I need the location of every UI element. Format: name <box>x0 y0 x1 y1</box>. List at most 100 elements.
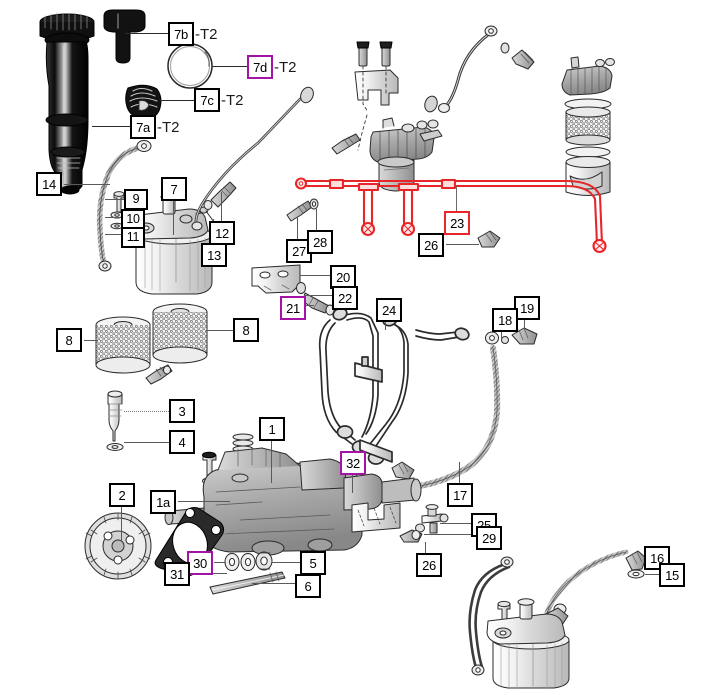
leader-1a <box>178 501 230 502</box>
callout-7[interactable]: 7 <box>161 177 187 201</box>
leader-15 <box>645 574 659 575</box>
callout-suffix: -T2 <box>274 58 297 76</box>
callout-4[interactable]: 4 <box>169 430 195 454</box>
callout-22[interactable]: 22 <box>332 286 358 310</box>
callout-14[interactable]: 14 <box>36 172 62 196</box>
callout-suffix: -T2 <box>195 25 218 43</box>
leader-23 <box>456 186 457 211</box>
callout-number: 22 <box>332 286 358 310</box>
callout-13[interactable]: 13 <box>201 243 227 267</box>
callout-number: 29 <box>476 526 502 550</box>
leader-14 <box>64 184 110 185</box>
callout-number: 7 <box>161 177 187 201</box>
leader-1 <box>271 441 272 483</box>
callout-number: 11 <box>121 227 145 248</box>
leader-19 <box>524 320 525 330</box>
leader-4 <box>124 442 169 443</box>
callout-28[interactable]: 28 <box>307 230 333 254</box>
callout-number: 31 <box>164 562 190 586</box>
leader-28 <box>316 209 317 230</box>
callout-7a[interactable]: 7a-T2 <box>130 115 180 139</box>
callout-number: 7b <box>168 22 194 46</box>
leader-10 <box>105 217 121 218</box>
leader-8-right <box>206 330 233 331</box>
leader-26-lower <box>425 542 426 553</box>
callout-number: 7a <box>130 115 156 139</box>
leader-7d <box>212 66 247 67</box>
leader-2 <box>121 507 122 542</box>
leader-21 <box>306 305 314 306</box>
callout-29[interactable]: 29 <box>476 526 502 550</box>
callout-number: 8 <box>233 318 259 342</box>
leader-7 <box>173 201 174 235</box>
callout-2[interactable]: 2 <box>109 483 135 507</box>
leader-24 <box>385 320 386 330</box>
callout-number: 3 <box>169 399 195 423</box>
leader-7b <box>125 33 168 34</box>
callout-number: 24 <box>376 298 402 322</box>
callout-number: 13 <box>201 243 227 267</box>
callout-12[interactable]: 12 <box>209 221 235 245</box>
callout-number: 1 <box>259 417 285 441</box>
callout-9[interactable]: 9 <box>124 189 148 210</box>
leader-22 <box>304 295 332 296</box>
callout-1[interactable]: 1 <box>259 417 285 441</box>
leader-3 <box>124 411 169 412</box>
leader-5 <box>272 562 300 563</box>
callout-number: 6 <box>295 574 321 598</box>
callout-number: 7c <box>194 88 220 112</box>
leader-7a <box>92 126 130 127</box>
leader-29 <box>424 534 476 535</box>
callout-21[interactable]: 21 <box>280 296 306 320</box>
callout-17[interactable]: 17 <box>447 483 473 507</box>
callout-number: 2 <box>109 483 135 507</box>
callout-10[interactable]: 10 <box>121 209 145 230</box>
leader-8-left <box>84 340 98 341</box>
callout-number: 18 <box>492 308 518 332</box>
callout-number: 4 <box>169 430 195 454</box>
callout-number: 26 <box>418 233 444 257</box>
callout-23[interactable]: 23 <box>444 211 470 235</box>
leader-20 <box>300 275 330 276</box>
callout-number: 9 <box>124 189 148 210</box>
callout-1a[interactable]: 1a <box>150 490 176 514</box>
callout-5[interactable]: 5 <box>300 551 326 575</box>
callout-number: 17 <box>447 483 473 507</box>
callout-number: 28 <box>307 230 333 254</box>
callout-32[interactable]: 32 <box>340 451 366 475</box>
callout-18[interactable]: 18 <box>492 308 518 332</box>
callout-number: 23 <box>444 211 470 235</box>
callout-7c[interactable]: 7c-T2 <box>194 88 244 112</box>
leader-7c <box>160 100 194 101</box>
callout-number: 5 <box>300 551 326 575</box>
callout-number: 8 <box>56 328 82 352</box>
callout-number: 1a <box>150 490 176 514</box>
callout-number: 32 <box>340 451 366 475</box>
callout-number: 30 <box>187 551 213 575</box>
callout-8[interactable]: 8 <box>56 328 82 352</box>
leader-30 <box>214 562 226 563</box>
callout-26[interactable]: 26 <box>416 553 442 577</box>
callout-suffix: -T2 <box>157 118 180 136</box>
callout-6[interactable]: 6 <box>295 574 321 598</box>
leader-25 <box>440 523 471 524</box>
callout-number: 26 <box>416 553 442 577</box>
callout-8[interactable]: 8 <box>233 318 259 342</box>
leader-27 <box>297 217 298 239</box>
callout-number: 14 <box>36 172 62 196</box>
leader-12 <box>221 192 222 221</box>
callout-19[interactable]: 19 <box>514 296 540 320</box>
callout-15[interactable]: 15 <box>659 563 685 587</box>
callout-number: 10 <box>121 209 145 230</box>
callout-11[interactable]: 11 <box>121 227 145 248</box>
callout-7b[interactable]: 7b-T2 <box>168 22 218 46</box>
callout-suffix: -T2 <box>221 91 244 109</box>
callout-24[interactable]: 24 <box>376 298 402 322</box>
callout-7d[interactable]: 7d-T2 <box>247 55 297 79</box>
callout-31[interactable]: 31 <box>164 562 190 586</box>
leader-26-upper <box>446 244 479 245</box>
callout-26[interactable]: 26 <box>418 233 444 257</box>
callout-30[interactable]: 30 <box>187 551 213 575</box>
callout-3[interactable]: 3 <box>169 399 195 423</box>
leader-18 <box>501 329 502 338</box>
